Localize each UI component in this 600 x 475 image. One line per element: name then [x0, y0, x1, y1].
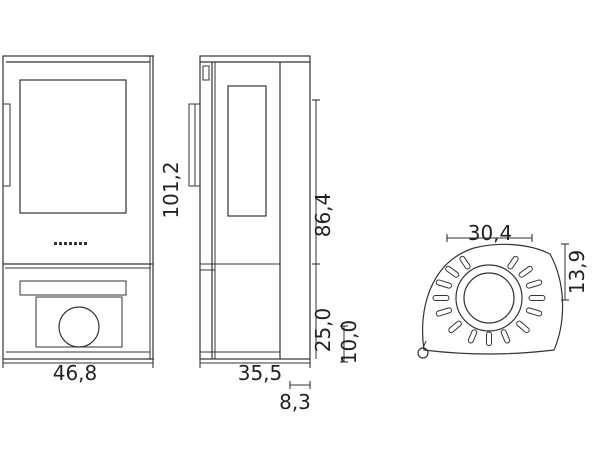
top-view: 30,4 13,9	[417, 221, 589, 359]
vent-slot	[518, 265, 533, 278]
front-body-outline	[2, 55, 154, 360]
front-height-label: 101,2	[159, 161, 183, 218]
brand-logo	[54, 242, 87, 245]
top-flue-opening	[463, 272, 515, 324]
vent-slot	[528, 295, 546, 301]
front-air-box	[35, 296, 123, 348]
side-body-outline	[199, 55, 311, 360]
vent-slot	[525, 307, 543, 317]
vent-slot	[500, 329, 511, 344]
front-glass-window	[19, 79, 127, 214]
top-plate-outline	[421, 243, 564, 355]
side-depth-label: 35,5	[238, 361, 283, 385]
vent-slot	[516, 320, 530, 334]
top-flue-ring	[455, 264, 523, 332]
side-ash-height-label: 25,0	[311, 308, 335, 353]
vent-slot	[435, 279, 453, 289]
vent-slot	[448, 320, 462, 334]
vent-slot	[507, 255, 519, 270]
vent-slot	[486, 331, 492, 347]
side-leg-height-label: 10,0	[337, 320, 361, 365]
vent-slot	[459, 255, 471, 270]
front-ash-drawer	[19, 280, 127, 296]
top-handle	[417, 347, 429, 359]
vent-slot	[467, 329, 478, 344]
top-depth-label: 13,9	[565, 250, 589, 295]
front-width-label: 46,8	[53, 361, 98, 385]
front-air-outlet	[58, 306, 100, 348]
side-height-top-label: 86,4	[311, 193, 335, 238]
side-glass-window	[227, 85, 267, 217]
vent-slot	[445, 265, 460, 278]
side-offset-label: 8,3	[279, 390, 311, 414]
vent-slot	[432, 295, 450, 301]
top-width-label: 30,4	[468, 221, 513, 245]
front-door-handle	[2, 103, 11, 187]
vent-slot	[525, 279, 543, 289]
top-vents	[432, 255, 546, 347]
side-view: 86,4 25,0 10,0 35,5 8,3	[188, 55, 361, 414]
front-view: 101,2 46,8	[2, 55, 183, 385]
vent-slot	[435, 307, 453, 317]
